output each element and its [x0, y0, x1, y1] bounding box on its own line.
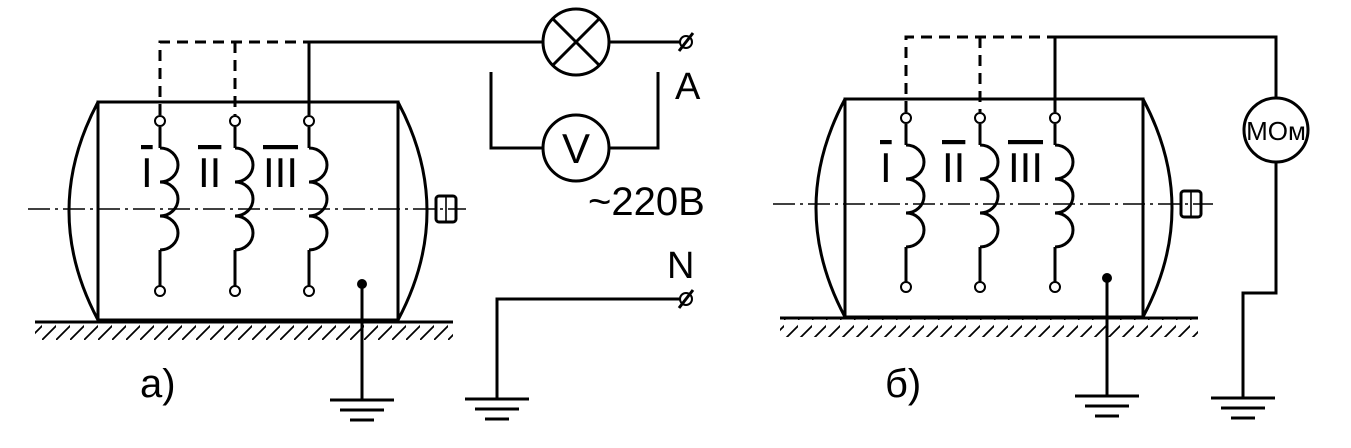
- caption-a: а): [140, 362, 176, 406]
- terminal-i-end-b: [900, 281, 912, 293]
- terminal-i-start-b: [900, 112, 912, 124]
- windings-a: [154, 115, 329, 297]
- winding-label-iii-a: III: [263, 149, 298, 196]
- winding-label-i-a: I: [141, 149, 153, 196]
- ground-icon-megohmmeter: [1211, 396, 1275, 420]
- terminal-i-start-a: [154, 115, 166, 127]
- megohmmeter-label: МОм: [1246, 116, 1306, 146]
- motor-body-b: [773, 97, 1213, 319]
- terminal-iii-start-a: [303, 115, 315, 127]
- terminal-i-end-a: [154, 285, 166, 297]
- terminal-ii-end-a: [229, 285, 241, 297]
- megohmmeter: МОм: [1242, 96, 1310, 164]
- terminal-iii-end-b: [1049, 281, 1061, 293]
- windings-b: [900, 112, 1075, 293]
- phase-label-a: A: [675, 66, 701, 108]
- ground-icon-motor-a: [330, 279, 394, 422]
- leads-a: [158, 40, 680, 115]
- terminal-iii-start-b: [1049, 112, 1061, 124]
- neutral-wire: [495, 297, 680, 398]
- voltage-label: ~220В: [588, 180, 705, 224]
- neutral-label: N: [667, 245, 694, 287]
- diagram-a: I II III A V ~220В N: [28, 7, 705, 422]
- lamp-icon: [541, 7, 611, 77]
- terminal-ii-start-b: [974, 112, 986, 124]
- voltmeter-label: V: [562, 125, 590, 172]
- leads-b: [904, 35, 1278, 398]
- voltmeter: V: [489, 72, 660, 183]
- caption-b: б): [885, 362, 921, 406]
- diagram-b: I II III МОм б: [773, 35, 1310, 420]
- winding-label-ii-b: II: [942, 144, 965, 191]
- winding-label-iii-b: III: [1008, 144, 1043, 191]
- winding-label-ii-a: II: [198, 149, 221, 196]
- floor-hatch-a: [35, 320, 453, 341]
- terminal-iii-end-a: [303, 285, 315, 297]
- ground-icon-neutral: [465, 397, 529, 421]
- floor-hatch-b: [780, 316, 1198, 337]
- terminal-ii-start-a: [229, 115, 241, 127]
- motor-body-a: [28, 100, 466, 322]
- terminal-ii-end-b: [974, 281, 986, 293]
- winding-label-i-b: I: [880, 144, 892, 191]
- ground-icon-motor-b: [1075, 273, 1139, 418]
